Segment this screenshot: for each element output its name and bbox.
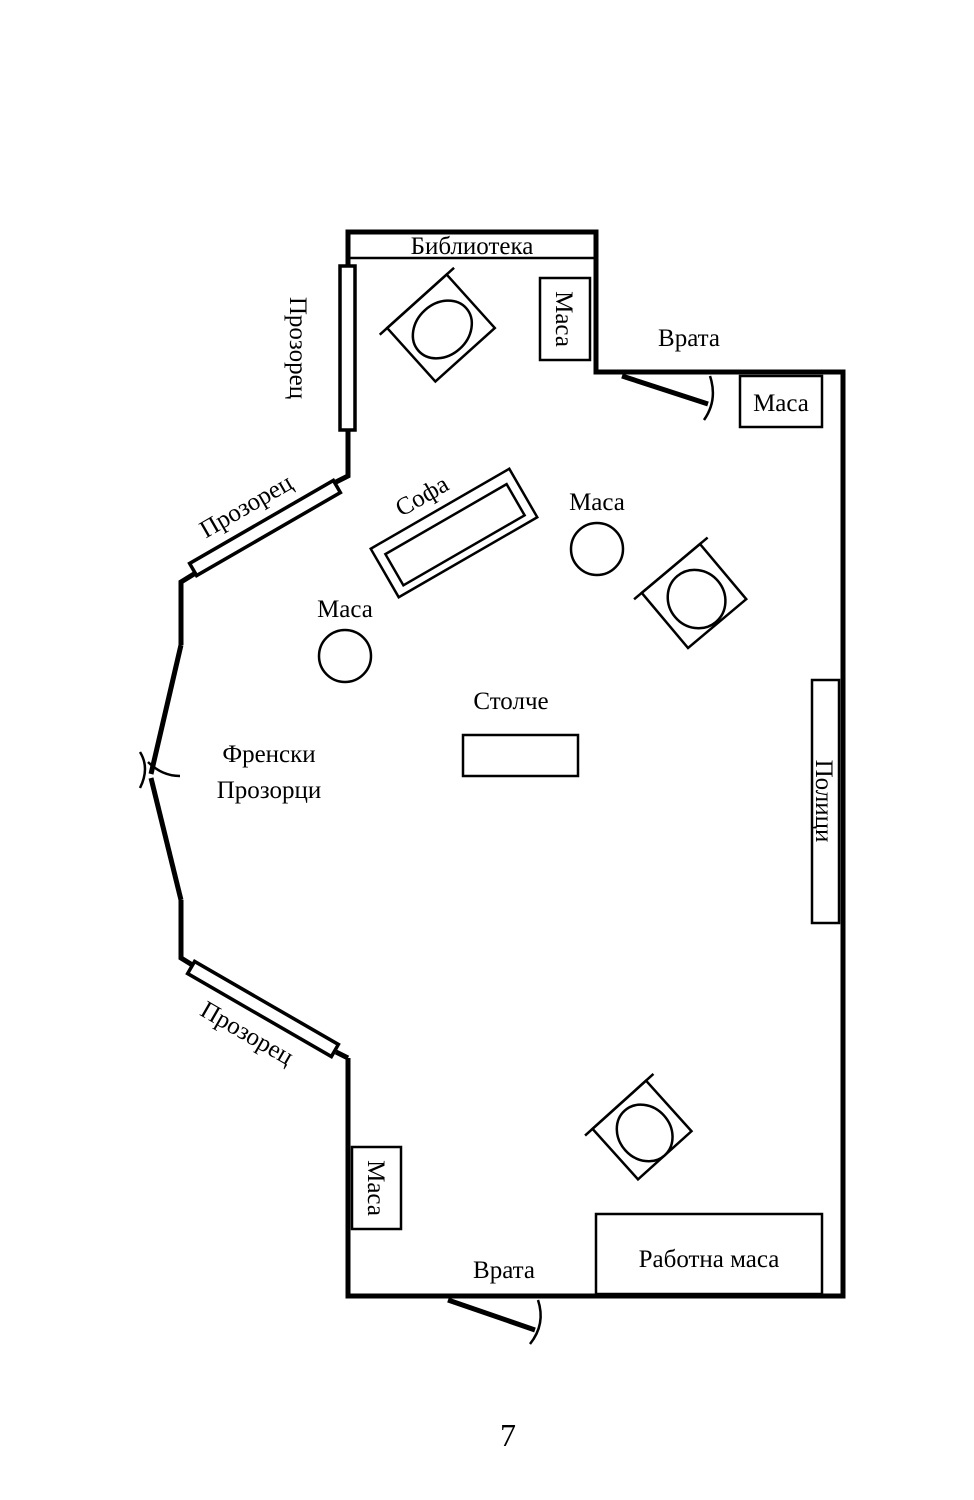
- armchair-bottom: [584, 1073, 694, 1182]
- work-table: [594, 1212, 824, 1296]
- table-round-right: [569, 521, 625, 577]
- stool-label: Столче: [473, 688, 548, 715]
- door-top-label: Врата: [658, 325, 720, 352]
- door-top: [621, 373, 715, 421]
- table-bottom-left-label: Маса: [362, 1160, 389, 1216]
- left-wall-lower-diag-end: [334, 1049, 350, 1061]
- library-label: Библиотека: [411, 233, 534, 260]
- window-lower-diagonal: [185, 959, 341, 1059]
- table-top-right-label: Маса: [753, 390, 809, 417]
- french-windows: [138, 644, 184, 901]
- table-top-left-label: Маса: [550, 291, 577, 347]
- french-windows-label-line2: Прозорци: [217, 777, 322, 804]
- door-bottom: [447, 1297, 542, 1345]
- table-round-left-label: Маса: [317, 596, 373, 623]
- armchair-middle: [633, 536, 749, 650]
- left-wall-lower: [178, 900, 196, 969]
- door-bottom-label: Врата: [473, 1257, 535, 1284]
- work-table-label: Работна маса: [639, 1246, 780, 1273]
- stool: [461, 733, 580, 778]
- shelves: [810, 678, 841, 925]
- window-top-left: [338, 264, 357, 432]
- shelves-label: Полици: [810, 760, 837, 843]
- table-round-left: [317, 628, 373, 684]
- table-bottom-left: [350, 1145, 403, 1231]
- window-upper-diagonal: [187, 478, 343, 578]
- sofa: [369, 467, 539, 599]
- page-number: 7: [500, 1417, 516, 1453]
- window-top-left-label: Прозорец: [284, 297, 311, 399]
- table-round-right-label: Маса: [569, 489, 625, 516]
- french-windows-label-line1: Френски: [222, 741, 315, 768]
- table-top-left: [538, 276, 592, 362]
- left-wall-upper: [178, 571, 196, 645]
- table-top-right: [738, 374, 824, 429]
- armchair-top: [378, 266, 497, 384]
